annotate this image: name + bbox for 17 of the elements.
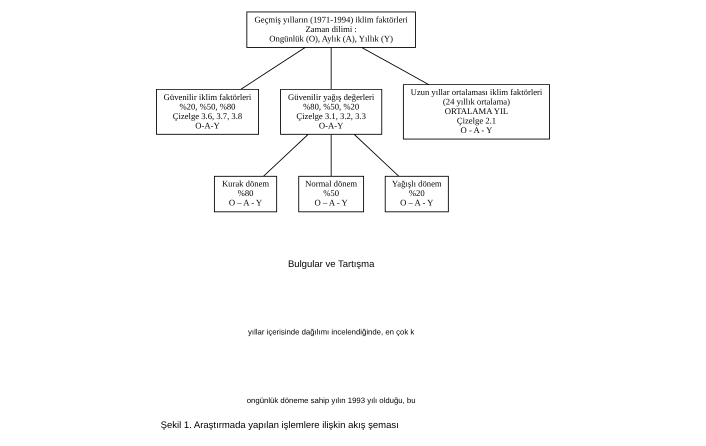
connector bbox=[263, 134, 308, 177]
node-box: Normal dönem %50 O – A - Y bbox=[298, 176, 364, 212]
label: Bulgular ve Tartışma bbox=[288, 258, 374, 270]
connector bbox=[240, 47, 306, 90]
node-box: Güvenilir iklim faktörleri %20, %50, %80 Çizelge 3.6, 3.7, 3.8 O-A-Y bbox=[156, 88, 259, 135]
connector bbox=[354, 134, 400, 177]
node-box: Güvenilir yağış değerleri %80, %50, %20 Çizelge 3.1, 3.2, 3.3 O-A-Y bbox=[280, 88, 382, 135]
connector bbox=[330, 47, 332, 90]
connector bbox=[362, 47, 429, 85]
node-box: Yağışlı dönem %20 O – A - Y bbox=[384, 176, 449, 212]
label: ongünlük döneme sahip yılın 1993 yılı olduğu, bu bbox=[246, 396, 416, 406]
caption: Şekil 1. Araştırmada yapılan işlemlere ilişkin akış şeması bbox=[160, 420, 399, 431]
node-box: Uzun yıllar ortalaması iklim faktörleri (24 yıllık ortalama) ORTALAMA YIL Çizelge 2.1 O - A - Y bbox=[402, 84, 550, 140]
connector bbox=[330, 134, 332, 176]
node-box: Geçmiş yılların (1971-1994) iklim faktörleri Zaman dilimi : Ongünlük (O), Aylık (A), Yıllık (Y) bbox=[246, 12, 416, 48]
node-box: Kurak dönem %80 O – A - Y bbox=[214, 176, 278, 212]
label: yıllar içerisinde dağılımı incelendiğinde, en çok k bbox=[248, 328, 414, 337]
